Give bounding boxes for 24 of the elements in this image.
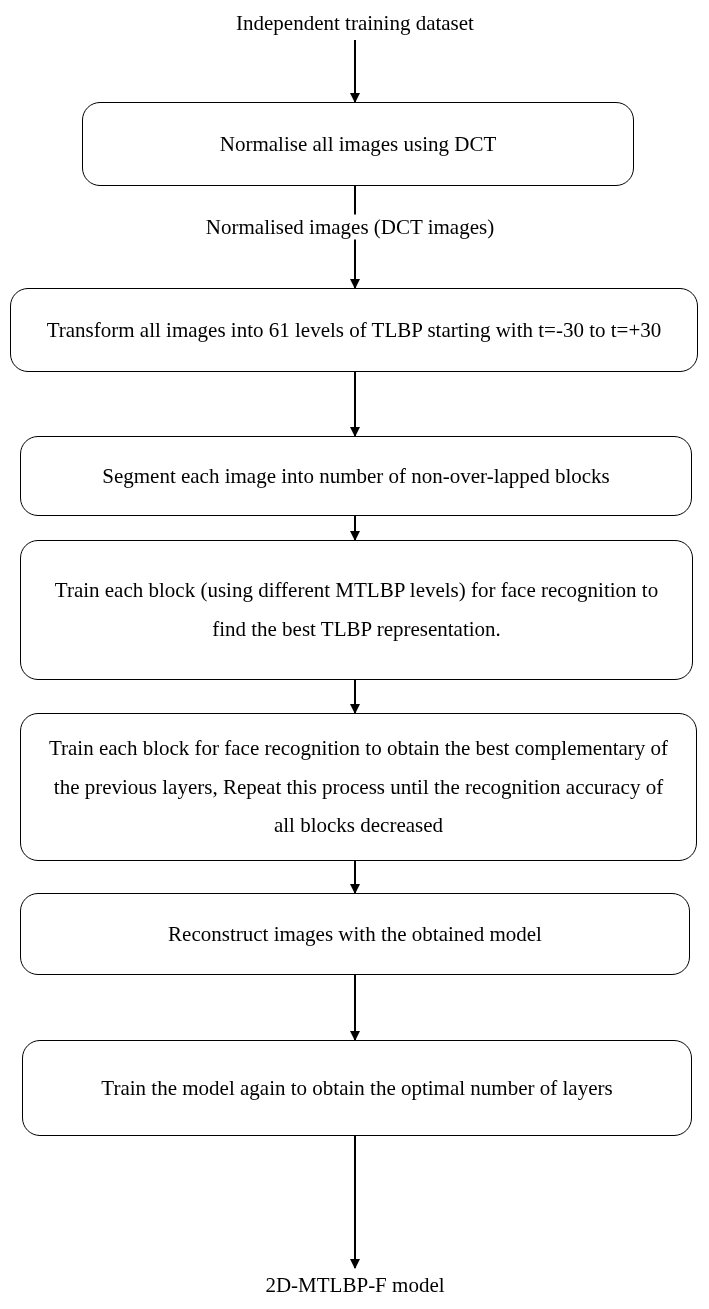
box-text: Segment each image into number of non-over-lapped blocks — [102, 462, 610, 490]
arrow — [350, 515, 360, 541]
process-box — [22, 1040, 692, 1136]
box-text: Transform all images into 61 levels of TLBP starting with t=-30 to t=+30 — [46, 316, 662, 344]
process-box — [20, 893, 690, 975]
box-text: Reconstruct images with the obtained model — [168, 920, 542, 948]
text-label: Independent training dataset — [200, 6, 510, 40]
process-box — [10, 288, 698, 372]
process-box — [20, 540, 693, 680]
text-label: 2D-MTLBP-F model — [230, 1268, 480, 1302]
box-text: Train each block (using different MTLBP levels) for face recognition to find the best TLBP representation. — [53, 577, 660, 643]
arrow — [350, 1135, 360, 1269]
arrow — [350, 371, 360, 437]
process-box — [82, 102, 634, 186]
arrow — [350, 679, 360, 714]
arrow — [350, 974, 360, 1041]
process-box — [20, 713, 697, 861]
box-text: Train each block for face recognition to obtain the best complementary of the previous layers, Repeat this process until the recognition accuracy of all blocks decreased — [47, 734, 670, 840]
box-text: Train the model again to obtain the optimal number of layers — [101, 1074, 613, 1102]
process-box — [20, 436, 692, 516]
arrow — [350, 39, 360, 103]
edge-label: Normalised images (DCT images) — [203, 214, 497, 240]
box-text: Normalise all images using DCT — [219, 130, 497, 158]
arrow — [350, 860, 360, 894]
